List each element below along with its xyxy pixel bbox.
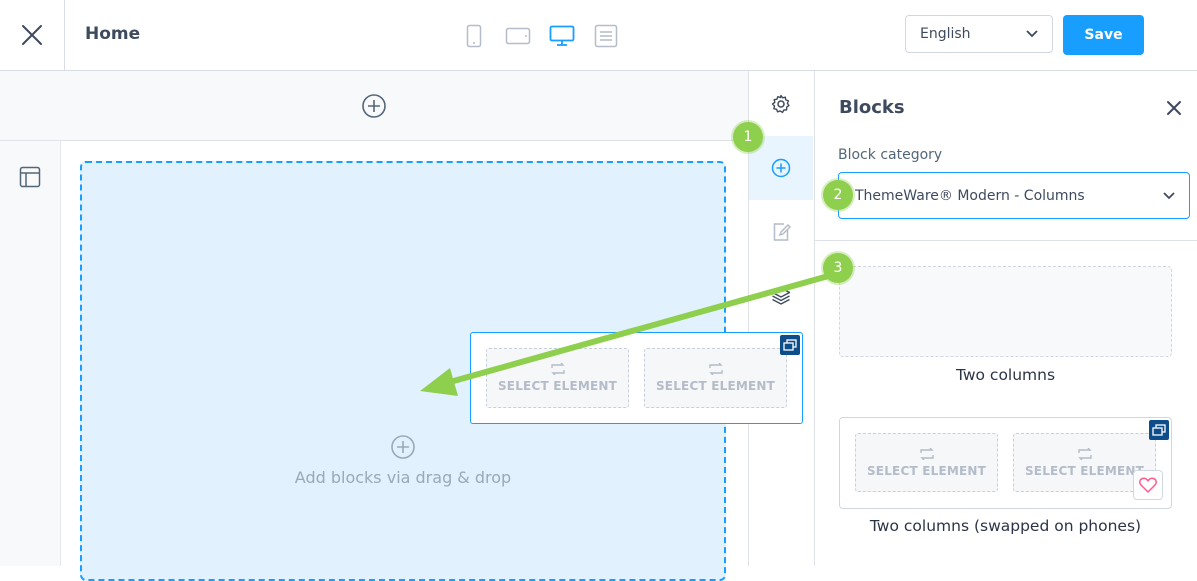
phone-icon <box>466 24 482 48</box>
favorite-button[interactable] <box>1133 470 1163 500</box>
add-section-icon[interactable] <box>361 93 387 119</box>
block-preview-two-columns[interactable] <box>839 266 1172 357</box>
panel-title: Blocks <box>839 97 905 118</box>
block-name: Two columns <box>955 366 1056 384</box>
select-element-label: SELECT ELEMENT <box>655 379 776 393</box>
list-view-icon <box>594 24 618 48</box>
themeware-badge-icon <box>780 335 800 355</box>
swap-icon <box>1077 447 1092 460</box>
swap-icon <box>919 447 934 460</box>
select-element-label: SELECT ELEMENT <box>1024 463 1145 478</box>
layers-icon <box>771 287 791 305</box>
add-section-top <box>0 71 748 141</box>
tab-layers[interactable] <box>749 264 813 328</box>
tablet-icon <box>505 27 531 45</box>
select-element-slot[interactable]: SELECT ELEMENT <box>486 348 629 408</box>
chevron-down-icon <box>1026 30 1038 38</box>
block-category-select[interactable]: ThemeWare® Modern - Columns <box>838 172 1190 219</box>
close-icon <box>22 25 42 45</box>
step-marker-1: 1 <box>733 122 763 152</box>
heart-icon <box>1139 477 1157 493</box>
gear-icon <box>771 94 790 114</box>
page-title: Home <box>85 24 141 44</box>
section-rail <box>0 141 61 566</box>
panel-divider <box>814 240 1197 241</box>
desktop-icon <box>549 25 575 46</box>
close-icon <box>1167 101 1181 115</box>
select-element-label: SELECT ELEMENT <box>497 379 618 393</box>
tab-settings[interactable] <box>749 72 813 136</box>
tab-blocks[interactable] <box>749 136 813 200</box>
save-button[interactable]: Save <box>1063 15 1144 55</box>
swap-icon <box>550 363 565 375</box>
layout-icon <box>19 166 41 188</box>
device-phone-button[interactable] <box>460 22 488 50</box>
swap-icon <box>708 363 723 375</box>
add-block-icon <box>771 158 791 178</box>
step-marker-2: 2 <box>823 180 853 210</box>
block-category-value: ThemeWare® Modern - Columns <box>855 187 1085 204</box>
themeware-badge-icon <box>1149 420 1169 440</box>
language-select[interactable]: English <box>905 15 1053 53</box>
drop-hint-text: Add blocks via drag & drop <box>294 468 512 487</box>
chevron-down-icon <box>1163 191 1175 199</box>
block-name: Two columns (swapped on phones) <box>869 517 1142 535</box>
section-layout-button[interactable] <box>19 166 41 192</box>
select-element-slot[interactable]: SELECT ELEMENT <box>855 433 998 492</box>
drop-plus-icon <box>390 434 416 464</box>
device-list-button[interactable] <box>592 22 620 50</box>
block-category-label: Block category <box>838 147 943 163</box>
edit-document-icon <box>773 223 791 241</box>
close-editor-button[interactable] <box>0 0 65 70</box>
select-element-slot[interactable]: SELECT ELEMENT <box>644 348 787 408</box>
step-marker-3: 3 <box>823 253 853 283</box>
device-tablet-button[interactable] <box>504 22 532 50</box>
panel-close-button[interactable] <box>1166 100 1182 120</box>
select-element-label: SELECT ELEMENT <box>866 463 987 478</box>
language-value: English <box>920 26 971 42</box>
device-desktop-button[interactable] <box>548 22 576 50</box>
tab-edit[interactable] <box>749 200 813 264</box>
select-element-slot[interactable]: SELECT ELEMENT <box>1013 433 1156 492</box>
